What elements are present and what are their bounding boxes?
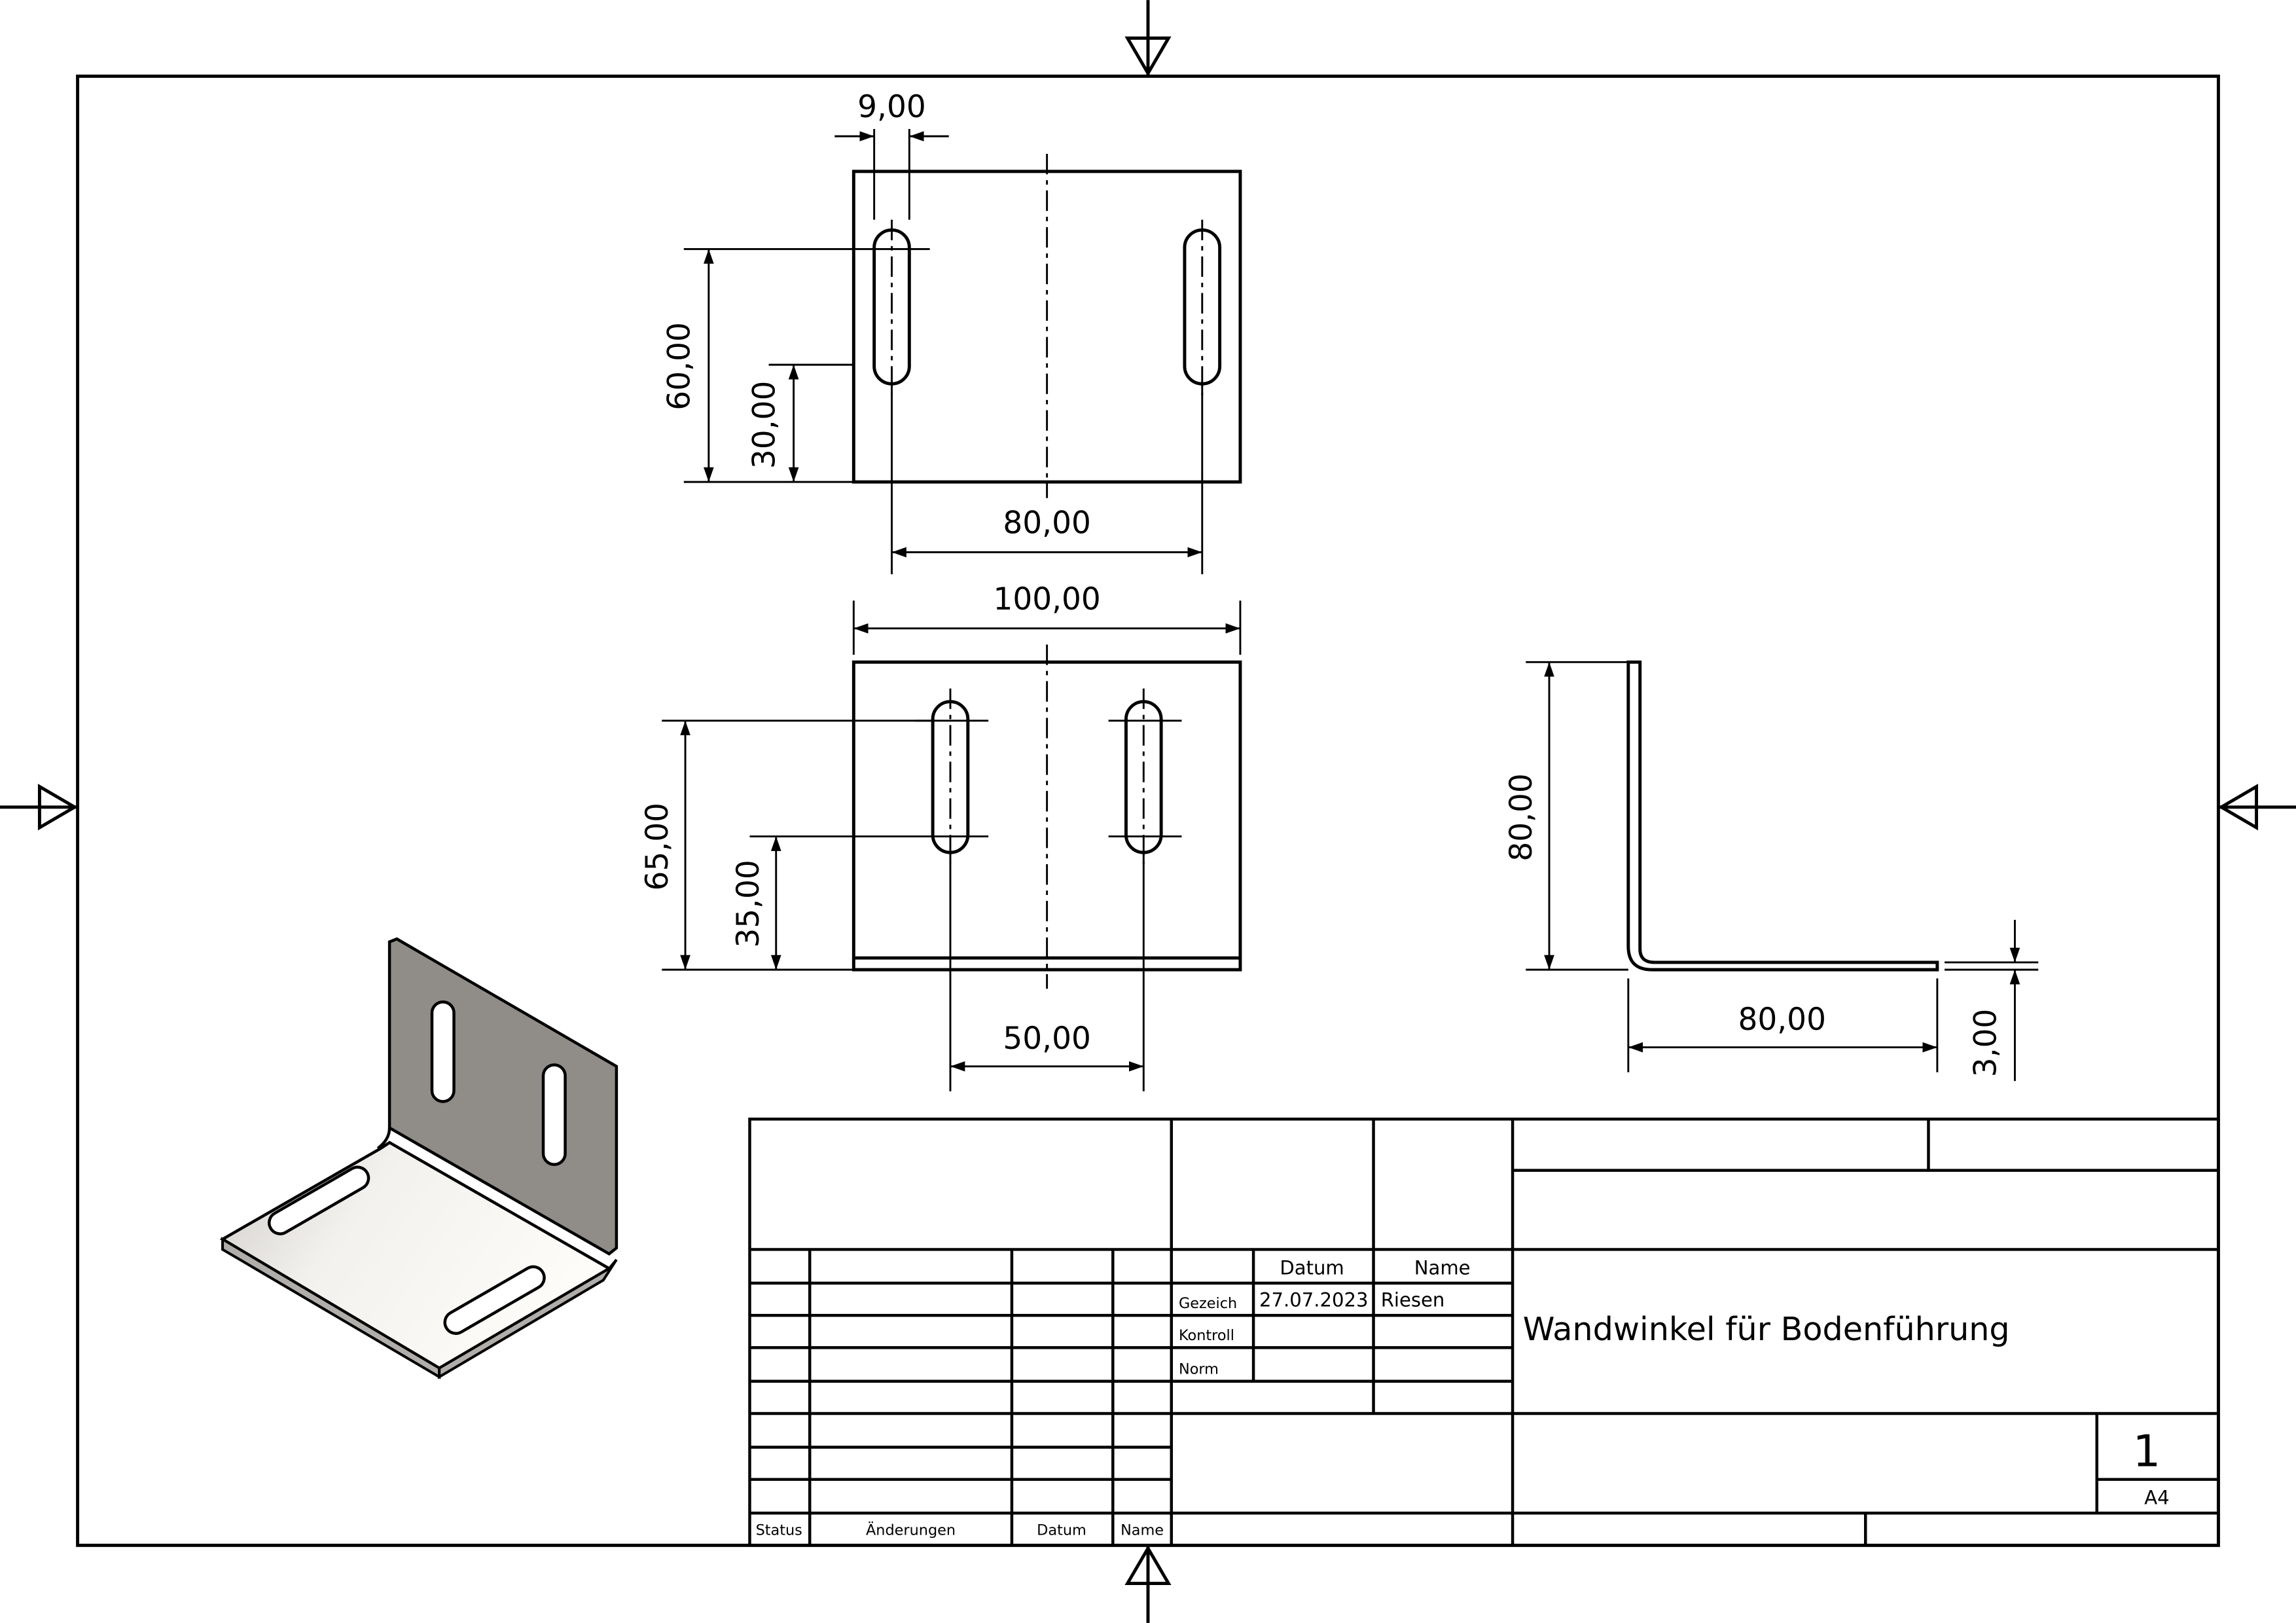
drawn-name: Riesen <box>1381 1289 1445 1311</box>
drawing-title: Wandwinkel für Bodenführung <box>1523 1310 2010 1348</box>
dim-width: 100,00 <box>993 581 1100 617</box>
drawn-label: Gezeich <box>1179 1295 1237 1312</box>
changes-status-header: Status <box>756 1522 802 1539</box>
dim-length: 80,00 <box>1738 1002 1825 1038</box>
iso-slot <box>443 1265 546 1335</box>
changes-table-grid <box>749 1249 2219 1546</box>
header-datum: Datum <box>1280 1256 1344 1279</box>
centering-mark-left <box>0 784 78 831</box>
changes-changes-header: Änderungen <box>866 1521 956 1539</box>
changes-date-header: Datum <box>1037 1522 1086 1539</box>
centering-mark-bottom <box>1124 1544 1172 1623</box>
sheet-format: A4 <box>2144 1487 2169 1509</box>
front-view: 100,00 65,00 35,00 50,00 <box>639 581 1242 1091</box>
dim-slot-spacing: 50,00 <box>1003 1021 1090 1057</box>
centering-mark-top <box>1124 0 1172 77</box>
iso-slot <box>268 1165 370 1235</box>
dim-slot-top: 60,00 <box>662 322 698 410</box>
dim-slot-top: 65,00 <box>639 803 675 890</box>
sheet-number: 1 <box>2132 1426 2161 1477</box>
dim-slot-bottom: 35,00 <box>730 860 766 947</box>
dim-slot-width: 9,00 <box>857 89 926 125</box>
top-view: 9,00 60,00 30,00 80,00 <box>662 89 1242 575</box>
dim-slot-bottom: 30,00 <box>747 381 783 469</box>
title-block: Datum Name Gezeich 27.07.2023 Riesen Kon… <box>748 1118 2220 1547</box>
isometric-view <box>219 937 619 1379</box>
header-name: Name <box>1414 1256 1471 1279</box>
iso-slot <box>541 1063 567 1166</box>
drawn-date: 27.07.2023 <box>1259 1289 1368 1311</box>
iso-slot <box>430 1000 456 1103</box>
dim-slot-spacing: 80,00 <box>1003 505 1090 541</box>
dim-height: 80,00 <box>1503 773 1539 861</box>
checked-label: Kontroll <box>1179 1327 1234 1344</box>
side-view: 80,00 80,00 3,00 <box>1503 660 2039 1082</box>
changes-name-header: Name <box>1121 1522 1164 1539</box>
norm-label: Norm <box>1179 1361 1219 1378</box>
dim-thickness: 3,00 <box>1967 1009 2003 1078</box>
centering-mark-right <box>2218 784 2296 831</box>
